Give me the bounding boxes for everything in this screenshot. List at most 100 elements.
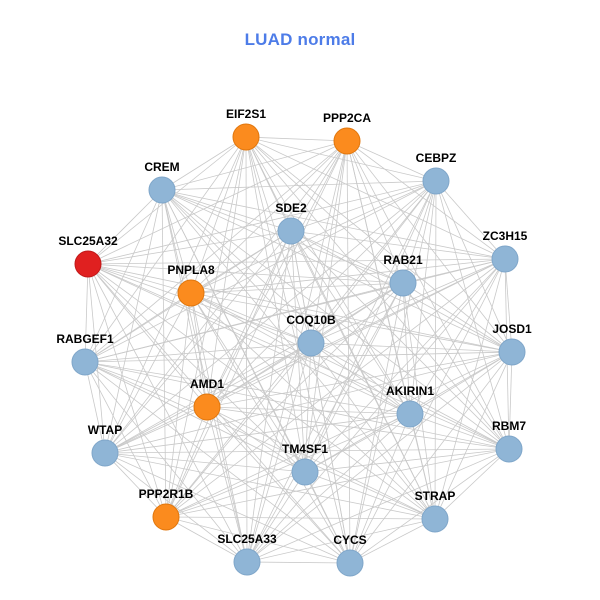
node-circle-rabgef1[interactable] <box>71 348 99 376</box>
edge <box>310 140 348 344</box>
edge <box>346 140 351 564</box>
edge <box>310 342 411 415</box>
edge <box>165 516 248 563</box>
node-wtap[interactable]: WTAP <box>88 423 122 467</box>
edge <box>161 189 513 353</box>
edge <box>161 189 506 260</box>
edge <box>290 140 348 232</box>
edge <box>165 448 510 518</box>
node-circle-akirin1[interactable] <box>396 400 424 428</box>
node-eif2s1[interactable]: EIF2S1 <box>226 107 266 151</box>
node-label-wtap: WTAP <box>88 423 122 437</box>
edge <box>161 189 167 518</box>
edge <box>87 258 506 265</box>
node-rbm7[interactable]: RBM7 <box>492 419 526 463</box>
edge <box>346 140 437 182</box>
edge <box>434 180 437 520</box>
edge <box>246 448 510 563</box>
node-label-eif2s1: EIF2S1 <box>226 107 266 121</box>
node-label-akirin1: AKIRIN1 <box>386 384 434 398</box>
node-label-ppp2r1b: PPP2R1B <box>139 487 194 501</box>
node-josd1[interactable]: JOSD1 <box>492 322 532 366</box>
edge <box>245 136 513 353</box>
edge <box>304 448 510 473</box>
node-circle-ppp2ca[interactable] <box>333 127 361 155</box>
edge <box>206 180 437 408</box>
node-label-cebpz: CEBPZ <box>416 151 457 165</box>
node-circle-slc25a33[interactable] <box>233 548 261 576</box>
node-rabgef1[interactable]: RABGEF1 <box>56 332 114 376</box>
edge <box>84 263 89 363</box>
node-circle-cycs[interactable] <box>336 549 364 577</box>
node-circle-tm4sf1[interactable] <box>291 458 319 486</box>
node-slc25a32[interactable]: SLC25A32 <box>58 234 118 278</box>
edge <box>504 258 513 353</box>
edge <box>409 351 513 415</box>
edge <box>402 180 437 284</box>
node-circle-strap[interactable] <box>421 505 449 533</box>
edge <box>409 258 506 415</box>
node-circle-wtap[interactable] <box>91 439 119 467</box>
node-circle-sde2[interactable] <box>277 217 305 245</box>
edge <box>165 342 312 518</box>
node-strap[interactable]: STRAP <box>415 489 456 533</box>
edge <box>246 471 306 563</box>
edge <box>206 406 351 564</box>
edge <box>104 351 513 454</box>
edge <box>190 292 513 353</box>
node-circle-amd1[interactable] <box>193 393 221 421</box>
edge <box>290 230 506 260</box>
edge <box>246 413 411 563</box>
edge <box>165 282 404 518</box>
edge <box>87 263 351 564</box>
edge <box>161 140 348 191</box>
node-circle-josd1[interactable] <box>498 338 526 366</box>
node-circle-cebpz[interactable] <box>422 167 450 195</box>
node-cycs[interactable]: CYCS <box>333 533 367 577</box>
edge <box>87 263 411 415</box>
node-pnpla8[interactable]: PNPLA8 <box>167 263 215 307</box>
edge <box>84 342 312 363</box>
node-circle-zc3h15[interactable] <box>491 245 519 273</box>
node-circle-pnpla8[interactable] <box>177 279 205 307</box>
edge <box>190 292 411 415</box>
node-label-sde2: SDE2 <box>275 201 307 215</box>
edge <box>87 263 513 353</box>
edge <box>290 230 510 450</box>
node-amd1[interactable]: AMD1 <box>190 377 224 421</box>
edge <box>87 263 404 284</box>
node-circle-rab21[interactable] <box>389 269 417 297</box>
edge <box>508 351 513 450</box>
edge <box>84 361 510 450</box>
node-circle-ppp2r1b[interactable] <box>152 503 180 531</box>
edge <box>104 180 437 454</box>
node-cebpz[interactable]: CEBPZ <box>416 151 457 195</box>
edge <box>161 189 312 344</box>
edge <box>304 258 506 473</box>
node-slc25a33[interactable]: SLC25A33 <box>217 532 277 576</box>
node-circle-coq10b[interactable] <box>297 329 325 357</box>
edge <box>87 189 163 265</box>
edge <box>245 136 404 284</box>
node-coq10b[interactable]: COQ10B <box>286 313 336 357</box>
node-ppp2ca[interactable]: PPP2CA <box>323 111 371 155</box>
node-circle-slc25a32[interactable] <box>74 250 102 278</box>
node-circle-crem[interactable] <box>148 176 176 204</box>
node-sde2[interactable]: SDE2 <box>275 201 307 245</box>
node-crem[interactable]: CREM <box>144 160 180 204</box>
node-tm4sf1[interactable]: TM4SF1 <box>282 442 328 486</box>
edge <box>104 452 436 520</box>
node-ppp2r1b[interactable]: PPP2R1B <box>139 487 194 531</box>
edge <box>245 136 348 142</box>
node-akirin1[interactable]: AKIRIN1 <box>386 384 434 428</box>
edge <box>84 361 411 415</box>
node-circle-eif2s1[interactable] <box>232 123 260 151</box>
edge <box>87 263 248 563</box>
edge <box>87 263 436 520</box>
node-circle-rbm7[interactable] <box>495 435 523 463</box>
node-zc3h15[interactable]: ZC3H15 <box>483 229 528 273</box>
edge <box>104 282 404 454</box>
node-rab21[interactable]: RAB21 <box>383 253 423 297</box>
edge <box>346 140 506 260</box>
